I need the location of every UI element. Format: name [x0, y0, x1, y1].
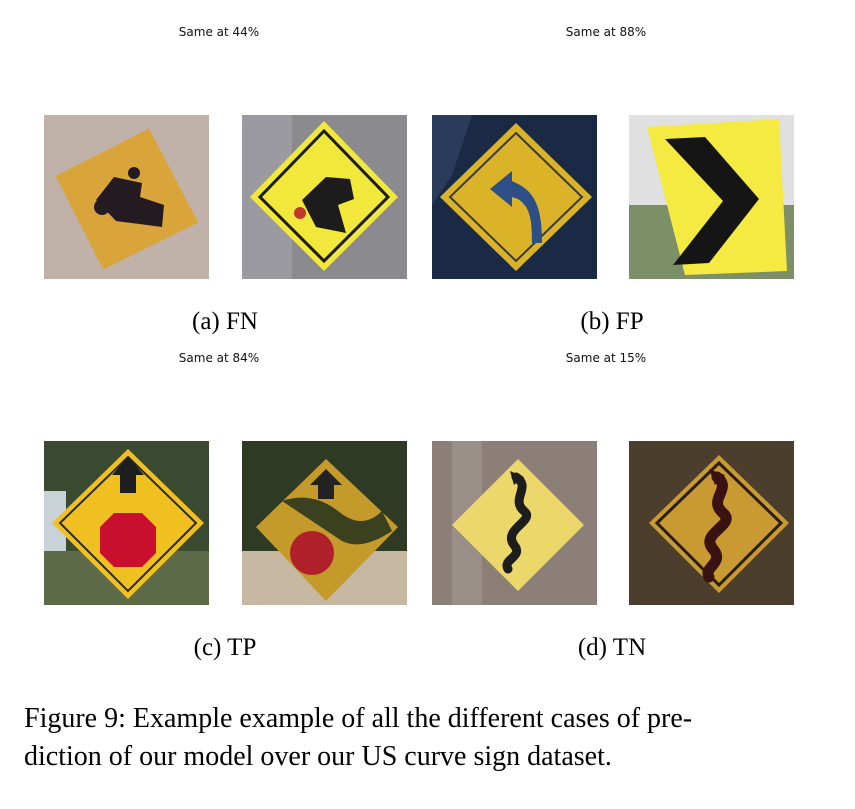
panel-d-label: (d) TN	[577, 634, 647, 661]
figure-caption: Figure 9: Example example of all the dif…	[24, 700, 824, 776]
winding-road-sign-icon	[432, 441, 597, 605]
panel-a-title: Same at 44%	[178, 25, 260, 39]
panel-b-title: Same at 88%	[565, 25, 647, 39]
curve-left-arrow-sign-icon	[432, 115, 597, 279]
caption-line-2: diction of our model over our US curve s…	[24, 741, 612, 772]
winding-road-sign-icon	[629, 441, 794, 605]
panel-c-title: Same at 84%	[178, 351, 260, 365]
chevron-right-sign-icon	[629, 115, 794, 279]
panel-c-label: (c) TP	[193, 634, 257, 661]
panel-b-label: (b) FP	[580, 308, 644, 335]
falling-rocks-sign-icon	[242, 115, 407, 279]
panel-d-title: Same at 15%	[565, 351, 647, 365]
caption-line-1: Figure 9: Example example of all the dif…	[24, 703, 693, 734]
stop-ahead-sign-icon	[242, 441, 407, 605]
falling-rocks-sign-icon	[44, 115, 209, 279]
stop-ahead-sign-icon	[44, 441, 209, 605]
panel-a-label: (a) FN	[192, 308, 258, 335]
